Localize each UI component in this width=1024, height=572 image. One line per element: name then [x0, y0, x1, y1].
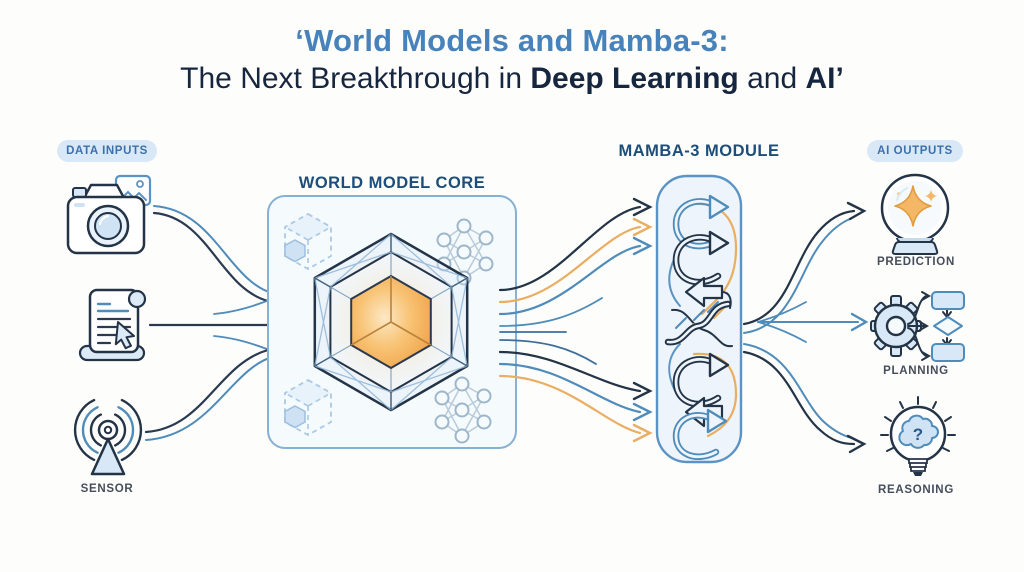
crystal-ball-icon: [880, 173, 950, 255]
loop-arrow-icon: [672, 408, 728, 460]
hexagon-cube-core-icon: [311, 232, 471, 412]
planning-label: PLANNING: [883, 365, 949, 377]
ai-outputs-badge: AI OUTPUTS: [867, 140, 963, 162]
mamba-to-outputs-arrows: [742, 201, 869, 454]
title-line-2: The Next Breakthrough in Deep Learning a…: [0, 62, 1024, 96]
neural-network-icon: [436, 218, 494, 286]
gear-flowchart-icon: [870, 291, 965, 362]
title-line2-bold2: AI’: [805, 61, 844, 95]
title-line2-bold1: Deep Learning: [530, 61, 739, 95]
dna-sequence-icon: [664, 300, 733, 348]
gear-icon: [870, 295, 922, 357]
title-line2-normal1: The Next Breakthrough in: [180, 61, 531, 95]
dashed-cube-icon: [284, 378, 332, 437]
prediction-label: PREDICTION: [877, 256, 955, 268]
loop-arrow-icon: [672, 194, 730, 250]
title-line-1: ‘World Models and Mamba-3:: [295, 23, 729, 58]
mamba-module-box: [655, 174, 743, 464]
camera-photo-icon: [66, 174, 152, 255]
neural-network-icon: [434, 376, 492, 444]
title-line2-normal2: and: [738, 61, 806, 95]
reasoning-label: REASONING: [878, 484, 954, 496]
mamba-module-title: MAMBA-3 MODULE: [618, 142, 780, 160]
world-model-core-title: WORLD MODEL CORE: [298, 174, 486, 192]
sensor-antenna-icon: [73, 398, 143, 476]
lightbulb-brain-icon: ?: [880, 396, 956, 476]
infographic-title: ‘World Models and Mamba-3: The Next Brea…: [0, 23, 1024, 96]
document-script-icon: [78, 288, 147, 362]
dashed-cube-icon: [284, 212, 332, 271]
world-model-core-box: [267, 195, 517, 449]
data-inputs-badge: DATA INPUTS: [57, 140, 157, 162]
svg-text:?: ?: [913, 425, 923, 444]
core-to-mamba-arrows: [498, 197, 653, 443]
sensor-label: SENSOR: [80, 483, 134, 495]
